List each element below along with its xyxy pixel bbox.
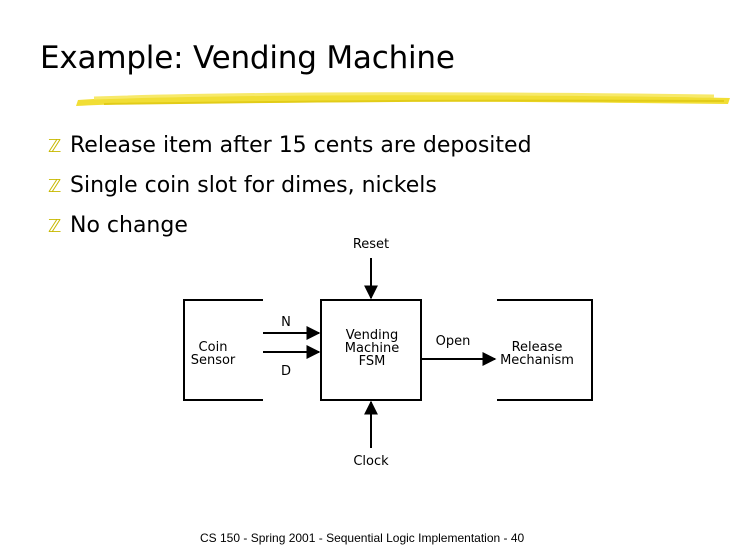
slide-title: Example: Vending Machine <box>40 40 455 76</box>
bullet-mark-icon: ℤ <box>48 136 62 157</box>
n-label: N <box>281 315 291 330</box>
title-underline-brush <box>76 92 730 106</box>
coin-sensor-block <box>183 299 263 401</box>
d-label: D <box>280 364 291 379</box>
fsm-block <box>320 299 422 401</box>
bullet-mark-icon: ℤ <box>48 216 62 237</box>
fsm-label: Vending Machine FSM <box>344 328 400 369</box>
bullet-mark-icon: ℤ <box>48 176 62 197</box>
release-mechanism-block <box>497 299 593 401</box>
release-mechanism-label: Release Mechanism <box>500 340 574 368</box>
clock-label: Clock <box>353 454 389 469</box>
open-label: Open <box>435 334 471 349</box>
reset-label: Reset <box>352 237 390 252</box>
coin-sensor-label: Coin Sensor <box>190 340 236 368</box>
slide-footer: CS 150 - Spring 2001 - Sequential Logic … <box>200 531 525 545</box>
